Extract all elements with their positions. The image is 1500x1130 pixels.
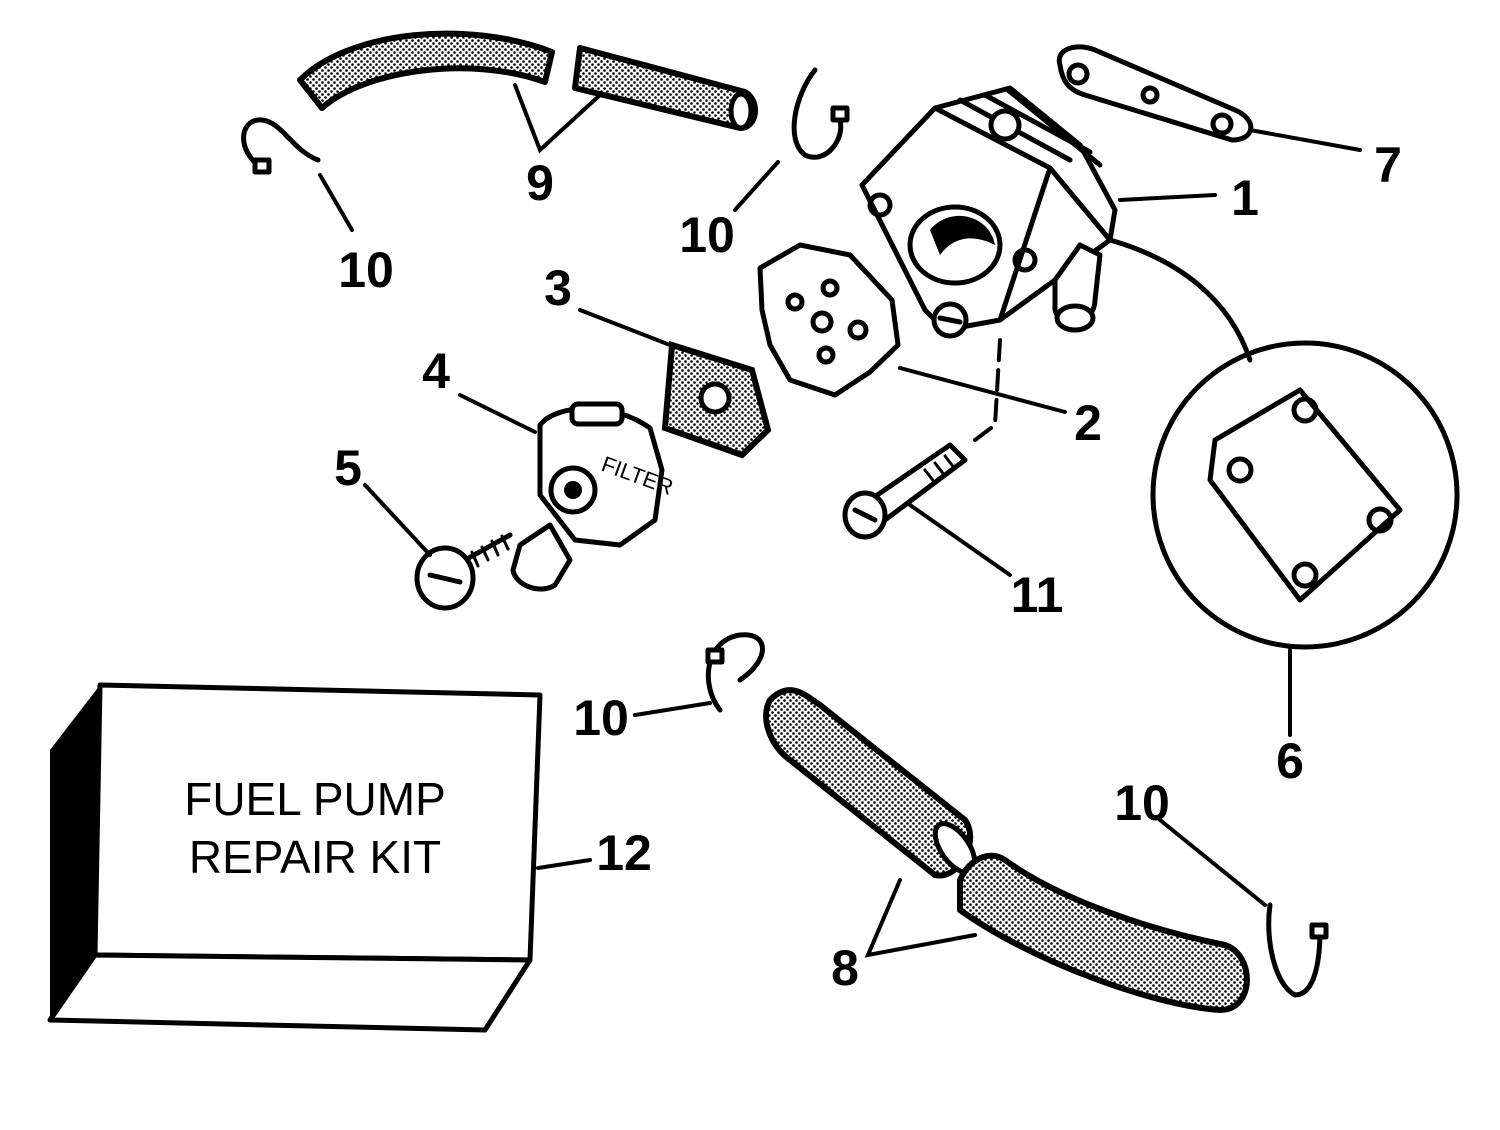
repair-kit-box: FUEL PUMP REPAIR KIT [47,682,543,1033]
lower-hose-straight [763,687,978,879]
fuel-pump-body [859,85,1118,339]
callout-10-upper-mid: 10 [679,207,735,263]
callout-8: 8 [831,940,859,996]
lower-hose-curved [957,852,1250,1013]
upper-hose-straight [572,45,758,131]
leader-lines [318,83,1362,958]
clamp-lower-right [1266,902,1329,998]
callout-numbers: 1 2 3 4 5 6 7 8 9 10 10 10 10 11 12 [334,137,1402,996]
clamp-lower-left [705,632,765,713]
callout-10-lower-left: 10 [573,690,629,746]
cover-screw [414,532,513,611]
filter-screen [661,341,772,459]
upper-hose-curved [297,30,555,111]
callout-11: 11 [1011,567,1064,623]
callout-7: 7 [1374,137,1402,193]
callout-3: 3 [544,260,572,316]
pump-gasket [1056,44,1254,143]
callout-5: 5 [334,440,362,496]
callout-10-lower-right: 10 [1114,775,1170,831]
repair-kit-label-line2: REPAIR KIT [189,831,441,883]
callout-2: 2 [1074,395,1102,451]
repair-kit-label-line1: FUEL PUMP [184,773,446,825]
callout-10-upper-left: 10 [338,242,394,298]
callout-4: 4 [422,343,450,399]
clamp-upper-mid [791,67,850,160]
filter-cover: FILTER [510,401,677,592]
mounting-gasket [1107,237,1460,650]
pump-screw-alignment-line [973,338,1002,442]
callout-6: 6 [1276,733,1304,789]
pump-screw [842,442,968,540]
diaphragm [757,242,901,398]
callout-9: 9 [526,155,554,211]
clamp-upper-left [241,117,321,175]
callout-1: 1 [1231,170,1259,226]
callout-12: 12 [596,825,652,881]
